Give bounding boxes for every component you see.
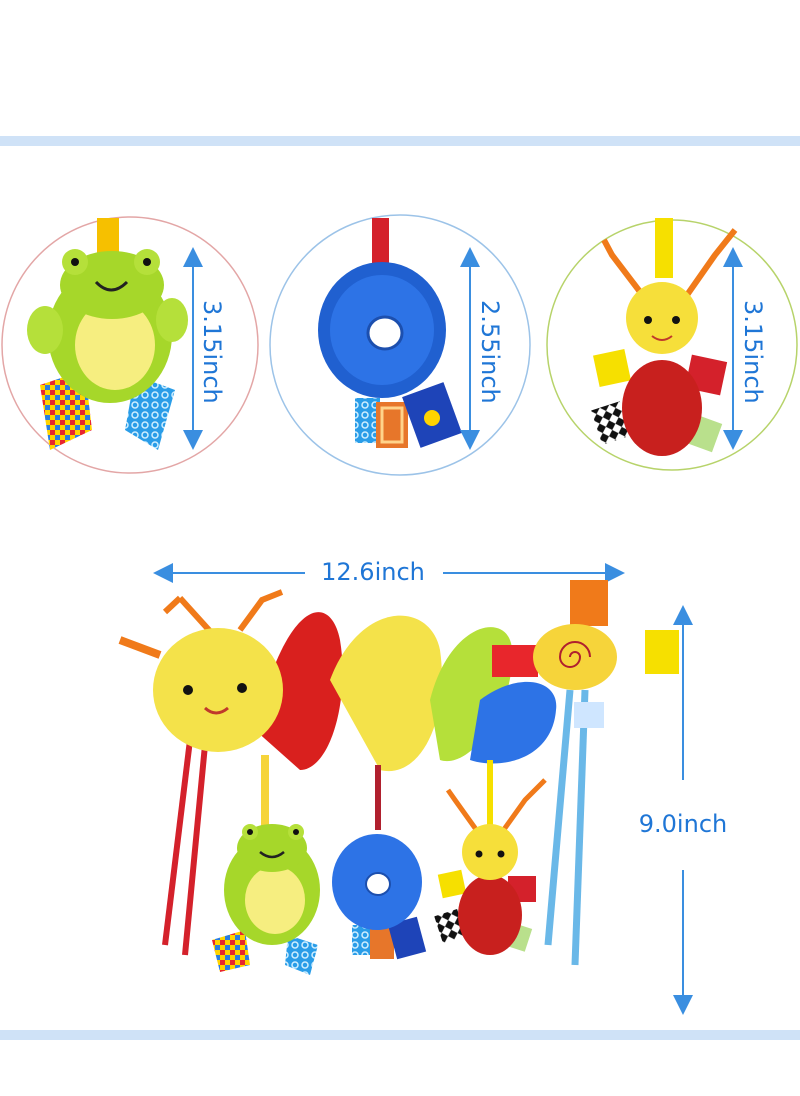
bee-toy-icon bbox=[591, 218, 738, 456]
frog-height-label: 3.15inch bbox=[198, 300, 226, 404]
donut-height-label: 2.55inch bbox=[476, 300, 504, 404]
caterpillar-spiral-icon bbox=[118, 580, 679, 975]
bottom-band bbox=[0, 1030, 800, 1040]
total-width-label: 12.6inch bbox=[321, 558, 425, 586]
bee-height-label: 3.15inch bbox=[739, 300, 767, 404]
top-band bbox=[0, 136, 800, 146]
donut-toy-icon bbox=[318, 218, 462, 448]
total-height-label: 9.0inch bbox=[638, 810, 728, 838]
frog-toy-icon bbox=[27, 218, 188, 450]
